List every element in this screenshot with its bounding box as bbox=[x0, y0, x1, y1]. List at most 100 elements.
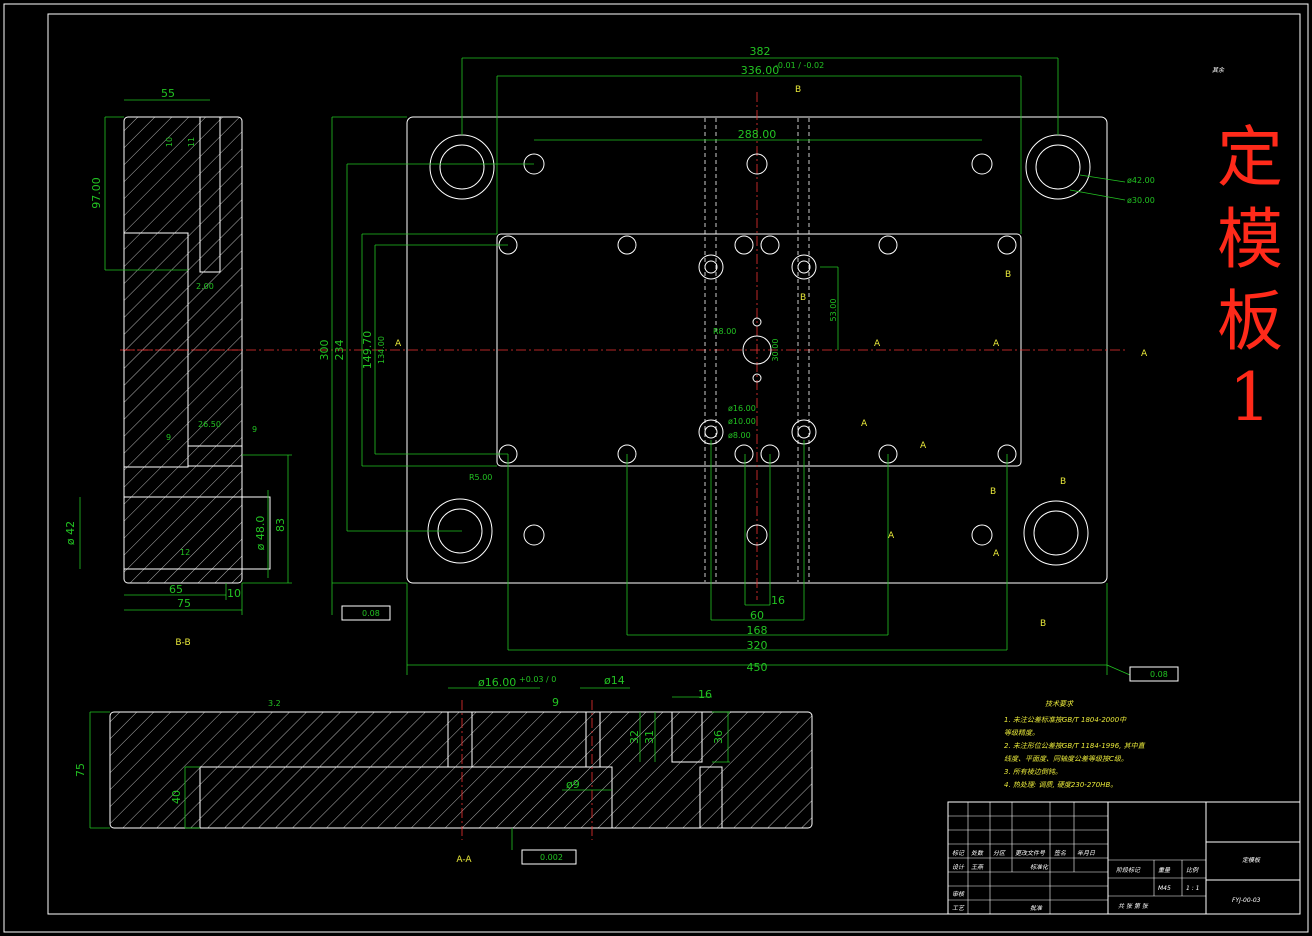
svg-text:4. 热处理: 调质, 硬度230-270HB。: 4. 热处理: 调质, 硬度230-270HB。 bbox=[1004, 781, 1117, 789]
svg-text:比例: 比例 bbox=[1186, 866, 1199, 874]
svg-text:设计: 设计 bbox=[952, 863, 965, 871]
dim-phi30: ø30.00 bbox=[1127, 196, 1155, 205]
svg-text:0.002: 0.002 bbox=[540, 853, 563, 862]
title-block: 标记 处数 分区 更改文件号 签名 年月日 设计 王燕 标准化 审核 工艺 批准… bbox=[947, 801, 1301, 915]
svg-text:36: 36 bbox=[712, 730, 725, 744]
svg-text:A: A bbox=[993, 549, 1000, 559]
flatness-frame-2 bbox=[1129, 666, 1179, 682]
svg-text:分区: 分区 bbox=[993, 850, 1006, 857]
svg-text:A: A bbox=[920, 441, 927, 451]
drawing-title: 定 模 板 1 bbox=[1217, 119, 1283, 436]
dim-60: 60 bbox=[750, 609, 764, 622]
svg-text:11: 11 bbox=[187, 137, 196, 147]
svg-text:A: A bbox=[1141, 349, 1148, 359]
svg-text:32: 32 bbox=[628, 730, 641, 744]
svg-text:定模板: 定模板 bbox=[1242, 856, 1261, 864]
dim-phi16: ø16.00 bbox=[728, 404, 756, 413]
section-aa: 75 40 ø16.00 +0.03 / 0 ø14 16 9 32 31 36… bbox=[74, 674, 813, 865]
dim-16: 16 bbox=[771, 594, 785, 607]
svg-text:40: 40 bbox=[170, 790, 183, 804]
svg-text:A: A bbox=[861, 419, 868, 429]
svg-text:2.00: 2.00 bbox=[196, 282, 214, 291]
svg-text:A: A bbox=[888, 531, 895, 541]
svg-text:审核: 审核 bbox=[952, 890, 965, 898]
dim-336: 336.00 bbox=[741, 64, 780, 77]
svg-text:模: 模 bbox=[1217, 201, 1283, 278]
dim-336-tol: -0.01 / -0.02 bbox=[775, 61, 824, 70]
svg-text:31: 31 bbox=[643, 730, 656, 744]
dim-phi10: ø10.00 bbox=[728, 417, 756, 426]
svg-text:B: B bbox=[990, 487, 996, 497]
screw-holes bbox=[498, 153, 1017, 546]
svg-text:ø14: ø14 bbox=[604, 674, 625, 687]
svg-text:共 张 第 张: 共 张 第 张 bbox=[1118, 902, 1149, 910]
dim-168: 168 bbox=[747, 624, 768, 637]
svg-text:重量: 重量 bbox=[1158, 867, 1171, 874]
svg-text:83: 83 bbox=[274, 518, 287, 532]
svg-text:10: 10 bbox=[227, 587, 241, 600]
dim-382: 382 bbox=[750, 45, 771, 58]
svg-text:3. 所有棱边倒钝。: 3. 所有棱边倒钝。 bbox=[1004, 768, 1062, 776]
svg-text:55: 55 bbox=[161, 87, 175, 100]
svg-text:9: 9 bbox=[552, 696, 559, 709]
svg-text:更改文件号: 更改文件号 bbox=[1015, 849, 1046, 857]
dim-phi8: ø8.00 bbox=[728, 431, 751, 440]
svg-text:75: 75 bbox=[74, 763, 87, 777]
svg-text:9: 9 bbox=[252, 425, 257, 434]
svg-text:M45: M45 bbox=[1158, 885, 1171, 892]
section-bb: 55 10 11 97.00 2.00 26.50 9 9 ø 42 ø 48.… bbox=[64, 87, 292, 648]
svg-text:B: B bbox=[800, 293, 806, 303]
svg-text:1 : 1: 1 : 1 bbox=[1186, 885, 1199, 892]
section-bb-label: B-B bbox=[175, 638, 190, 648]
svg-text:王燕: 王燕 bbox=[971, 863, 984, 871]
svg-text:+0.03 / 0: +0.03 / 0 bbox=[519, 675, 556, 684]
svg-text:FYJ-00-03: FYJ-00-03 bbox=[1232, 897, 1261, 904]
cooling-channels bbox=[704, 118, 810, 582]
cooling-ports bbox=[698, 254, 817, 445]
svg-text:A: A bbox=[993, 339, 1000, 349]
svg-text:ø9: ø9 bbox=[566, 778, 580, 791]
svg-text:2. 未注形位公差按GB/T 1184-1996, 其中直: 2. 未注形位公差按GB/T 1184-1996, 其中直 bbox=[1004, 742, 1146, 750]
svg-text:ø 42: ø 42 bbox=[64, 521, 77, 545]
svg-text:75: 75 bbox=[177, 597, 191, 610]
svg-text:技术要求: 技术要求 bbox=[1045, 700, 1074, 708]
svg-text:等级精度。: 等级精度。 bbox=[1004, 729, 1039, 737]
sprue-hole bbox=[742, 335, 772, 365]
outer-border bbox=[3, 3, 1309, 933]
pin-hole bbox=[752, 373, 762, 383]
flatness-2: 0.08 bbox=[1150, 670, 1168, 679]
dim-r8: R8.00 bbox=[713, 327, 736, 336]
svg-text:97.00: 97.00 bbox=[90, 177, 103, 209]
svg-text:工艺: 工艺 bbox=[952, 904, 965, 912]
inner-border bbox=[47, 13, 1301, 915]
plan-dimension-lines bbox=[331, 57, 1131, 676]
section-markers: A A A A A A A A B B B B B B bbox=[395, 85, 1148, 629]
dim-phi42: ø42.00 bbox=[1127, 176, 1155, 185]
svg-text:标准化: 标准化 bbox=[1030, 863, 1049, 871]
svg-text:ø16.00: ø16.00 bbox=[478, 676, 516, 689]
svg-text:线度、平面度、同轴度公差等级按C级。: 线度、平面度、同轴度公差等级按C级。 bbox=[1004, 755, 1128, 763]
svg-text:A: A bbox=[874, 339, 881, 349]
svg-text:批准: 批准 bbox=[1030, 904, 1043, 912]
dim-53: 53.00 bbox=[829, 299, 838, 322]
svg-text:1. 未注公差标准按GB/T 1804-2000中: 1. 未注公差标准按GB/T 1804-2000中 bbox=[1004, 716, 1127, 724]
svg-text:阶段标记: 阶段标记 bbox=[1116, 866, 1141, 874]
svg-text:处数: 处数 bbox=[971, 849, 984, 857]
section-aa-label: A-A bbox=[456, 855, 472, 865]
dim-234: 234 bbox=[333, 340, 346, 361]
dim-300: 300 bbox=[318, 340, 331, 361]
dim-149: 149.70 bbox=[361, 331, 374, 370]
dim-r5: R5.00 bbox=[469, 473, 492, 482]
svg-text:A: A bbox=[395, 339, 402, 349]
svg-text:板: 板 bbox=[1217, 283, 1283, 360]
svg-text:ø 48.0: ø 48.0 bbox=[254, 516, 267, 551]
svg-text:B: B bbox=[1060, 477, 1066, 487]
svg-text:10: 10 bbox=[165, 137, 174, 147]
flatness-frame-1 bbox=[341, 605, 391, 621]
pin-hole bbox=[752, 317, 762, 327]
plan-view: 382 336.00 -0.01 / -0.02 288.00 300 234 … bbox=[120, 45, 1179, 682]
flatness-1: 0.08 bbox=[362, 609, 380, 618]
svg-text:B: B bbox=[1040, 619, 1046, 629]
roughness-note: 其余 bbox=[1212, 66, 1225, 74]
